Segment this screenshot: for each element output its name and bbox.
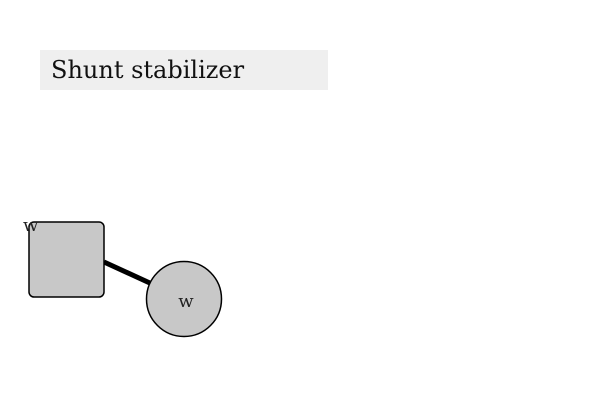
circle-node bbox=[145, 260, 223, 338]
edge-square-to-circle bbox=[102, 259, 154, 287]
diagram-title: Shunt stabilizer bbox=[51, 56, 245, 84]
title-box: Shunt stabilizer bbox=[40, 50, 328, 90]
square-node bbox=[28, 221, 105, 298]
circle-node-label: w bbox=[178, 291, 194, 312]
square-node-label: w bbox=[23, 215, 39, 236]
